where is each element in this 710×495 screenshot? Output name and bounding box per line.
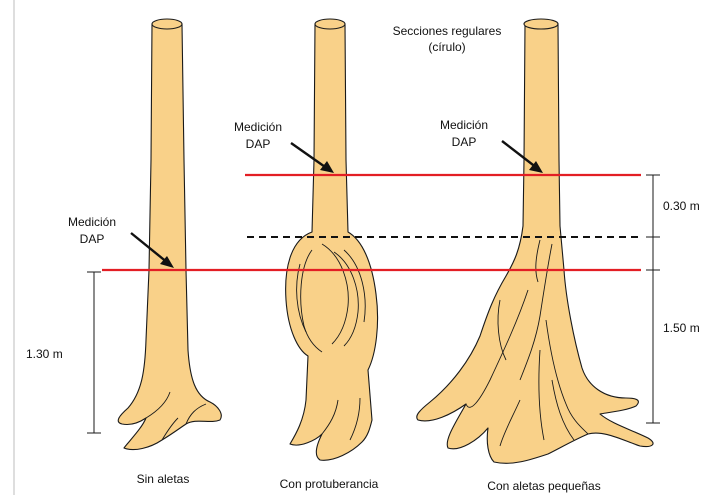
tree1-dap-label-line2: DAP (80, 232, 105, 246)
tree3-caption: Con aletas pequeñas (487, 479, 600, 493)
tree2-dap-label-line1: Medición (234, 120, 282, 134)
dimension-right (646, 175, 660, 423)
tree3-dap-label-line1: Medición (440, 118, 488, 132)
tree1-caption: Sin aletas (137, 472, 190, 486)
tree2-caption: Con protuberancia (280, 477, 379, 491)
right-lower-height-label: 1.50 m (663, 321, 700, 335)
tree3-dap-label-line2: DAP (452, 135, 477, 149)
left-height-label: 1.30 m (26, 347, 63, 361)
sections-label-line1: Secciones regulares (393, 24, 502, 38)
tree2-dap-label-line2: DAP (246, 137, 271, 151)
dimension-left (87, 272, 101, 433)
tree-small-buttress (417, 19, 653, 463)
tree1-dap-label-line1: Medición (68, 215, 116, 229)
right-upper-height-label: 0.30 m (663, 199, 700, 213)
tree-with-bulge (286, 19, 378, 460)
sections-label-line2: (círulo) (428, 40, 465, 54)
